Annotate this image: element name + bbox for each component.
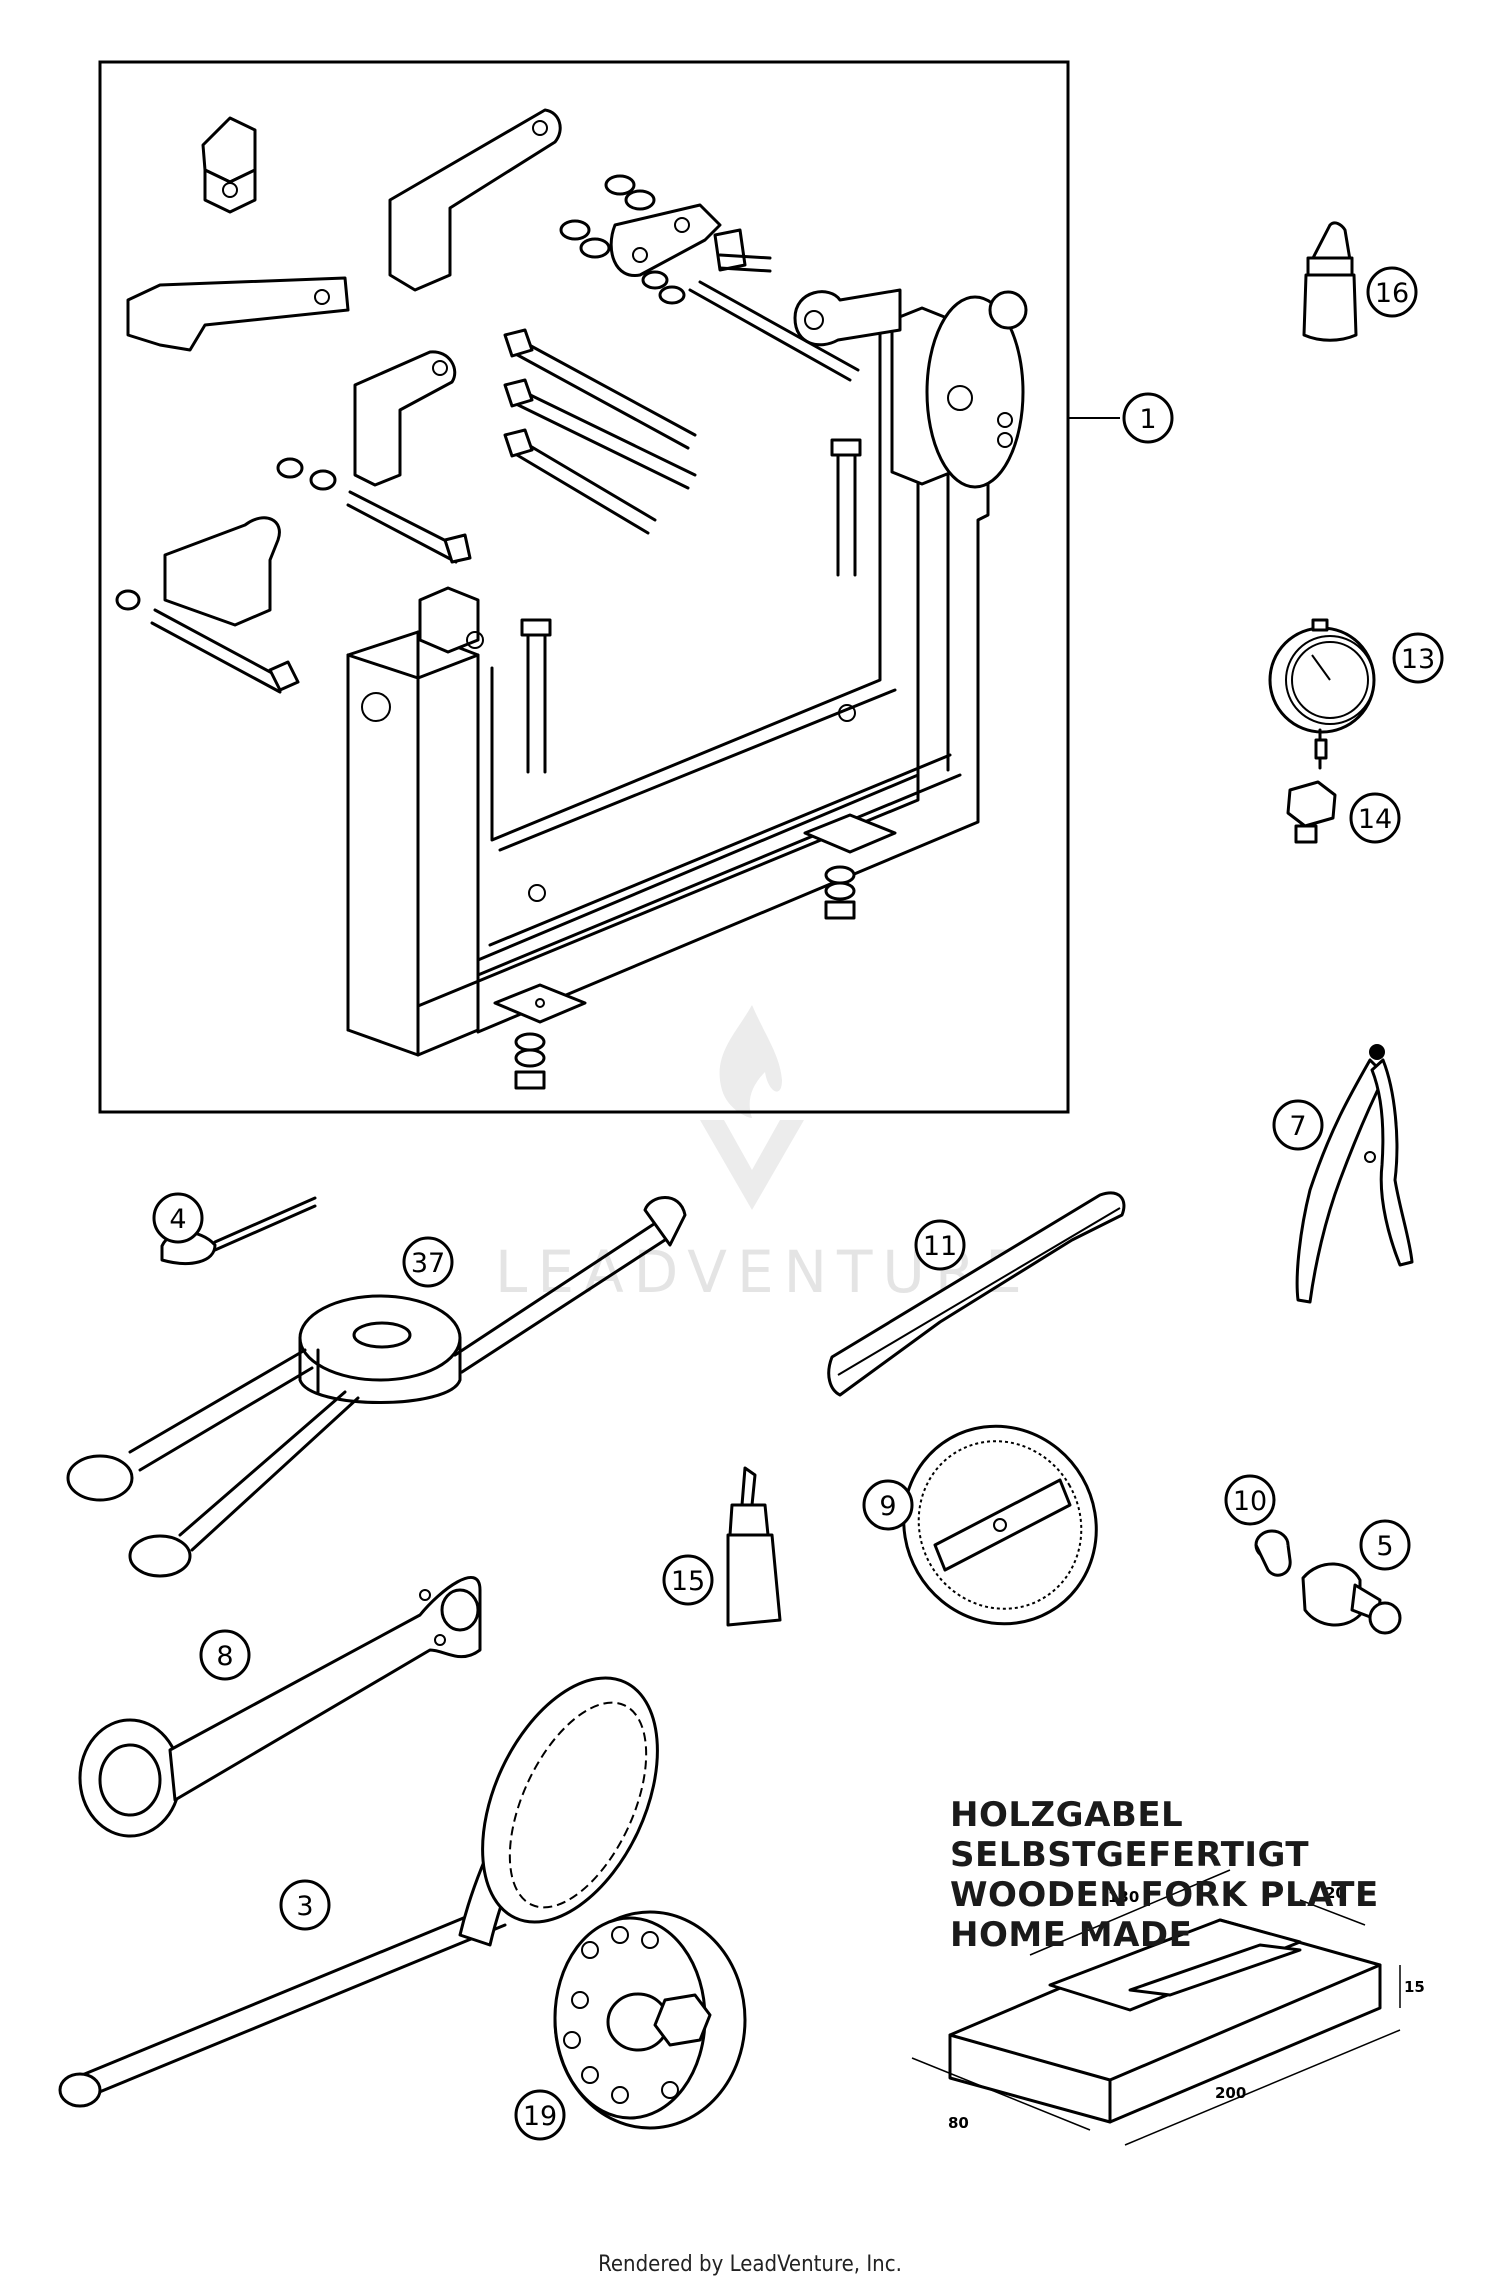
feeler-gauge <box>827 1191 1126 1397</box>
dim-130: 130 <box>1108 1888 1139 1906</box>
dim-80: 80 <box>948 2114 969 2132</box>
svg-text:19: 19 <box>523 2101 557 2132</box>
svg-text:4: 4 <box>169 1204 186 1235</box>
callout-3: 3 <box>279 1879 331 1931</box>
circlip-pliers <box>1295 1044 1414 1304</box>
clutch-holder <box>58 1676 659 2108</box>
callout-15: 15 <box>662 1554 714 1606</box>
dim-15: 15 <box>1404 1978 1425 1996</box>
degree-disc <box>902 1424 1098 1626</box>
flywheel-puller <box>553 1910 747 2130</box>
callout-4: 4 <box>152 1192 204 1244</box>
dim-200: 200 <box>1215 2084 1246 2102</box>
engine-stand-assembly <box>115 108 1120 1090</box>
callout-19: 19 <box>514 2089 566 2141</box>
ring-wrench <box>78 1576 482 1838</box>
callout-16: 16 <box>1366 266 1418 318</box>
svg-text:9: 9 <box>879 1491 896 1522</box>
callouts: 1 16 13 14 7 4 37 11 9 10 5 15 8 3 19 <box>152 266 1444 2141</box>
svg-text:5: 5 <box>1376 1531 1393 1562</box>
loctite-bottle <box>726 1466 782 1627</box>
svg-text:37: 37 <box>411 1248 445 1279</box>
svg-text:10: 10 <box>1233 1486 1267 1517</box>
tool-5 <box>1301 1562 1402 1635</box>
note-line-2: SELBSTGEFERTIGT <box>950 1835 1310 1875</box>
footer-credit: Rendered by LeadVenture, Inc. <box>598 2252 902 2277</box>
dial-gauge <box>1268 618 1376 770</box>
svg-text:14: 14 <box>1358 804 1392 835</box>
adapter-10 <box>1254 1529 1292 1577</box>
note-line-4: HOME MADE <box>950 1915 1193 1955</box>
dim-20: 20 <box>1325 1884 1346 1902</box>
callout-10: 10 <box>1224 1474 1276 1526</box>
stand-assembly-frame <box>98 60 1070 1114</box>
svg-text:3: 3 <box>296 1891 313 1922</box>
svg-text:15: 15 <box>671 1566 705 1597</box>
callout-13: 13 <box>1392 632 1444 684</box>
svg-text:1: 1 <box>1139 404 1156 435</box>
svg-text:16: 16 <box>1375 278 1409 309</box>
callout-9: 9 <box>862 1479 914 1531</box>
svg-text:8: 8 <box>216 1641 233 1672</box>
loctite-tube <box>1302 221 1358 342</box>
gauge-adapter <box>1286 780 1337 844</box>
callout-11: 11 <box>914 1219 966 1271</box>
callout-7: 7 <box>1272 1099 1324 1151</box>
svg-text:11: 11 <box>923 1231 957 1262</box>
callout-14: 14 <box>1349 792 1401 844</box>
callout-8: 8 <box>199 1629 251 1681</box>
wooden-fork-plate: 130 20 15 200 80 <box>911 1869 1425 2146</box>
note-line-3: WOODEN FORK PLATE <box>950 1875 1379 1915</box>
svg-text:7: 7 <box>1289 1111 1306 1142</box>
callout-1: 1 <box>1122 392 1174 444</box>
crankshaft-puller <box>66 1196 687 1578</box>
note-line-1: HOLZGABEL <box>950 1795 1184 1835</box>
callout-37: 37 <box>402 1236 454 1288</box>
svg-text:13: 13 <box>1401 644 1435 675</box>
callout-5: 5 <box>1359 1519 1411 1571</box>
